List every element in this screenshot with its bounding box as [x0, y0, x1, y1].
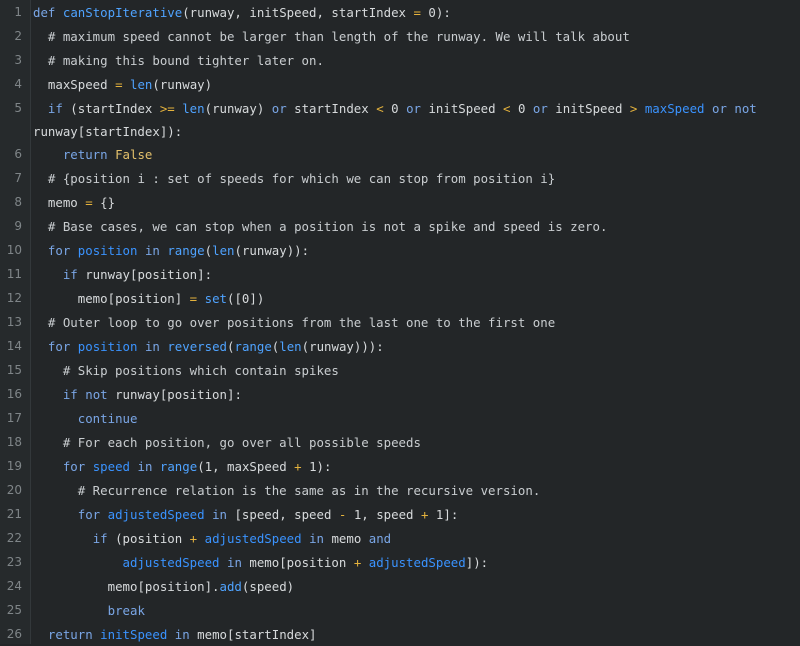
- line-number: 24: [6, 579, 22, 593]
- line-text[interactable]: adjustedSpeed in memo[position + adjuste…: [122, 555, 489, 570]
- line-number: 16: [6, 387, 22, 401]
- line-text[interactable]: # For each position, go over all possibl…: [33, 435, 421, 450]
- line-number: 13: [6, 315, 22, 329]
- line-text[interactable]: def canStopIterative(runway, initSpeed, …: [33, 5, 451, 20]
- code-line-16: 16 if not runway[position]:: [0, 382, 800, 406]
- line-text[interactable]: # Outer loop to go over positions from t…: [33, 315, 556, 330]
- line-text[interactable]: for speed in range(1, maxSpeed + 1):: [62, 459, 332, 474]
- code-line-2: 2 # maximum speed cannot be larger than …: [0, 24, 800, 48]
- line-number: 5: [14, 101, 22, 115]
- line-text[interactable]: # maximum speed cannot be larger than le…: [33, 29, 630, 44]
- code-line-13: 13 # Outer loop to go over positions fro…: [0, 310, 800, 334]
- line-number: 6: [14, 147, 22, 161]
- line-number: 8: [14, 195, 22, 209]
- line-text[interactable]: # {position i : set of speeds for which …: [33, 171, 556, 186]
- line-number: 14: [6, 339, 22, 353]
- line-text[interactable]: memo = {}: [33, 195, 116, 210]
- line-text[interactable]: for position in reversed(range(len(runwa…: [47, 339, 384, 354]
- line-text[interactable]: # making this bound tighter later on.: [33, 53, 324, 68]
- code-line-14: 14 for position in reversed(range(len(ru…: [0, 334, 800, 358]
- line-text[interactable]: memo[position] = set([0]): [33, 291, 265, 306]
- code-line-17: 17 continue: [0, 406, 800, 430]
- code-line-23: 23 adjustedSpeed in memo[position + adju…: [0, 550, 800, 574]
- code-line-21: 21 for adjustedSpeed in [speed, speed - …: [0, 502, 800, 526]
- line-text[interactable]: for position in range(len(runway)):: [47, 243, 310, 258]
- line-number: 23: [6, 555, 22, 569]
- code-line-26: 26 return initSpeed in memo[startIndex]: [0, 622, 800, 646]
- line-number: 21: [6, 507, 22, 521]
- line-text[interactable]: maxSpeed = len(runway): [33, 77, 213, 92]
- line-number: 9: [14, 219, 22, 233]
- line-number: 20: [6, 483, 22, 497]
- line-number: 4: [14, 77, 22, 91]
- code-line-7: 7 # {position i : set of speeds for whic…: [0, 166, 800, 190]
- code-line-22: 22 if (position + adjustedSpeed in memo …: [0, 526, 800, 550]
- line-text[interactable]: # Recurrence relation is the same as in …: [33, 483, 541, 498]
- line-number: 7: [14, 171, 22, 185]
- code-line-19: 19 for speed in range(1, maxSpeed + 1):: [0, 454, 800, 478]
- code-line-5: 5 if (startIndex >= len(runway) or start…: [0, 96, 800, 142]
- line-number-gutter: [0, 0, 31, 644]
- line-number: 17: [6, 411, 22, 425]
- code-line-1: 1 def canStopIterative(runway, initSpeed…: [0, 0, 800, 24]
- line-text[interactable]: # Base cases, we can stop when a positio…: [33, 219, 608, 234]
- line-text[interactable]: memo[position].add(speed): [33, 579, 295, 594]
- line-text[interactable]: continue: [77, 411, 138, 426]
- code-line-15: 15 # Skip positions which contain spikes: [0, 358, 800, 382]
- line-number: 12: [6, 291, 22, 305]
- line-number: 2: [14, 29, 22, 43]
- code-line-24: 24 memo[position].add(speed): [0, 574, 800, 598]
- line-text[interactable]: return False: [62, 147, 153, 162]
- line-text[interactable]: if (position + adjustedSpeed in memo and: [92, 531, 392, 546]
- line-number: 18: [6, 435, 22, 449]
- code-line-8: 8 memo = {}: [0, 190, 800, 214]
- line-text[interactable]: if runway[position]:: [62, 267, 213, 282]
- line-number: 26: [6, 627, 22, 641]
- line-number: 1: [14, 5, 22, 19]
- code-line-4: 4 maxSpeed = len(runway): [0, 72, 800, 96]
- line-text[interactable]: return initSpeed in memo[startIndex]: [47, 627, 317, 642]
- line-number: 3: [14, 53, 22, 67]
- code-line-18: 18 # For each position, go over all poss…: [0, 430, 800, 454]
- line-number: 22: [6, 531, 22, 545]
- line-text[interactable]: if (startIndex >= len(runway) or startIn…: [33, 101, 765, 139]
- code-line-11: 11 if runway[position]:: [0, 262, 800, 286]
- line-text[interactable]: if not runway[position]:: [62, 387, 242, 402]
- line-number: 25: [6, 603, 22, 617]
- line-number: 11: [6, 267, 22, 281]
- code-line-3: 3 # making this bound tighter later on.: [0, 48, 800, 72]
- code-line-12: 12 memo[position] = set([0]): [0, 286, 800, 310]
- line-text[interactable]: # Skip positions which contain spikes: [33, 363, 339, 378]
- code-line-20: 20 # Recurrence relation is the same as …: [0, 478, 800, 502]
- code-line-6: 6 return False: [0, 142, 800, 166]
- line-number: 15: [6, 363, 22, 377]
- line-text[interactable]: break: [107, 603, 145, 618]
- line-text[interactable]: for adjustedSpeed in [speed, speed - 1, …: [77, 507, 459, 522]
- code-line-10: 10 for position in range(len(runway)):: [0, 238, 800, 262]
- line-number: 19: [6, 459, 22, 473]
- code-line-25: 25 break: [0, 598, 800, 622]
- line-number: 10: [6, 243, 22, 257]
- code-line-9: 9 # Base cases, we can stop when a posit…: [0, 214, 800, 238]
